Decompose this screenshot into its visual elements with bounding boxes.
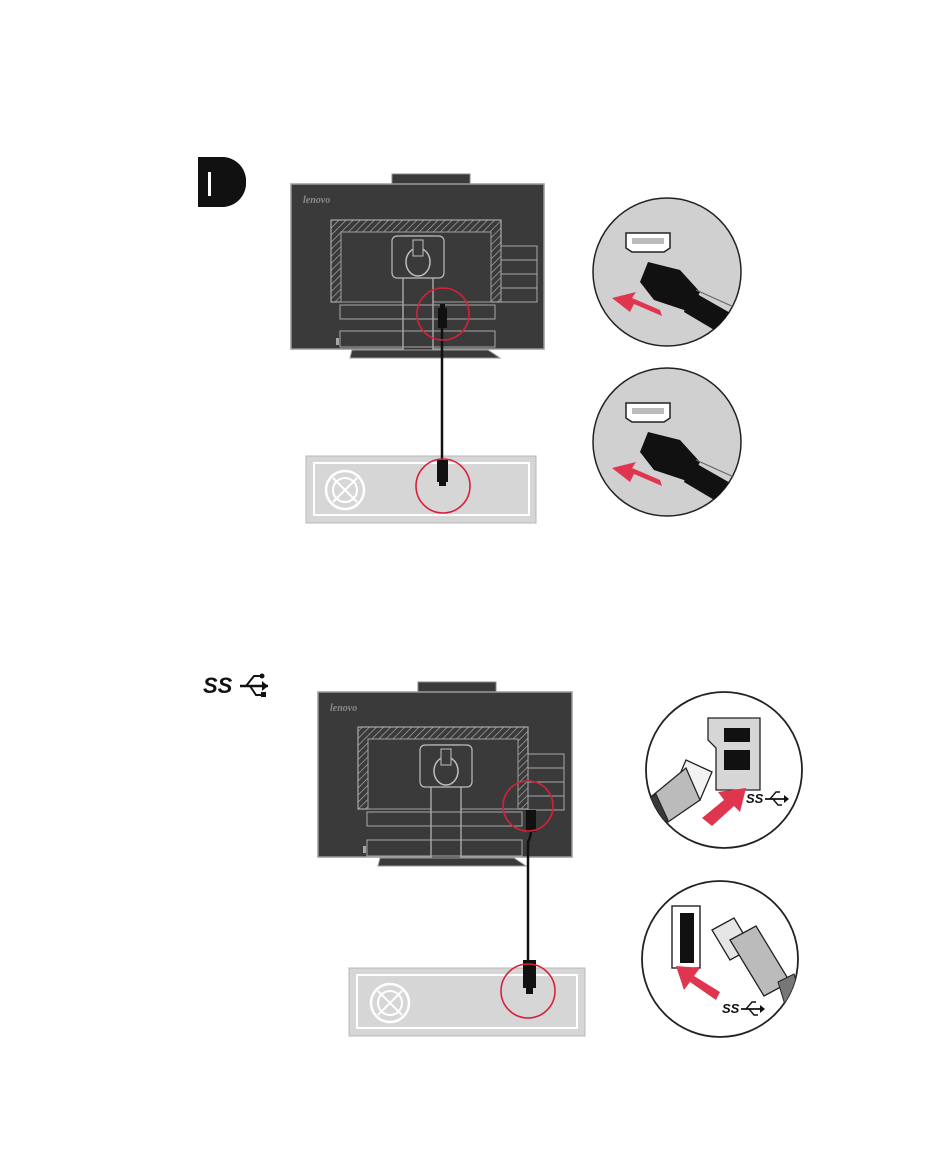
usb-a-connect-computer: SS — [642, 881, 802, 1037]
monitor-brand-label: lenovo — [330, 703, 357, 714]
usb-b-connect-monitor: SS — [630, 692, 802, 848]
computer-rear-view — [349, 968, 585, 1036]
computer-rear-view — [306, 456, 536, 523]
svg-text:SS: SS — [746, 791, 764, 806]
monitor-rear-view: lenovo — [291, 174, 544, 358]
monitor-rear-view: lenovo — [318, 682, 572, 866]
monitor-brand-label: lenovo — [303, 195, 330, 206]
svg-text:SS: SS — [722, 1001, 740, 1016]
usb-superspeed-icon: SS — [203, 673, 268, 698]
svg-text:SS: SS — [203, 673, 233, 698]
displayport-icon — [198, 157, 246, 207]
displayport-connect-computer — [593, 368, 760, 520]
displayport-connect-monitor — [593, 198, 760, 350]
usb3-section: SS lenovo — [203, 673, 802, 1037]
displayport-section: lenovo — [198, 157, 760, 523]
